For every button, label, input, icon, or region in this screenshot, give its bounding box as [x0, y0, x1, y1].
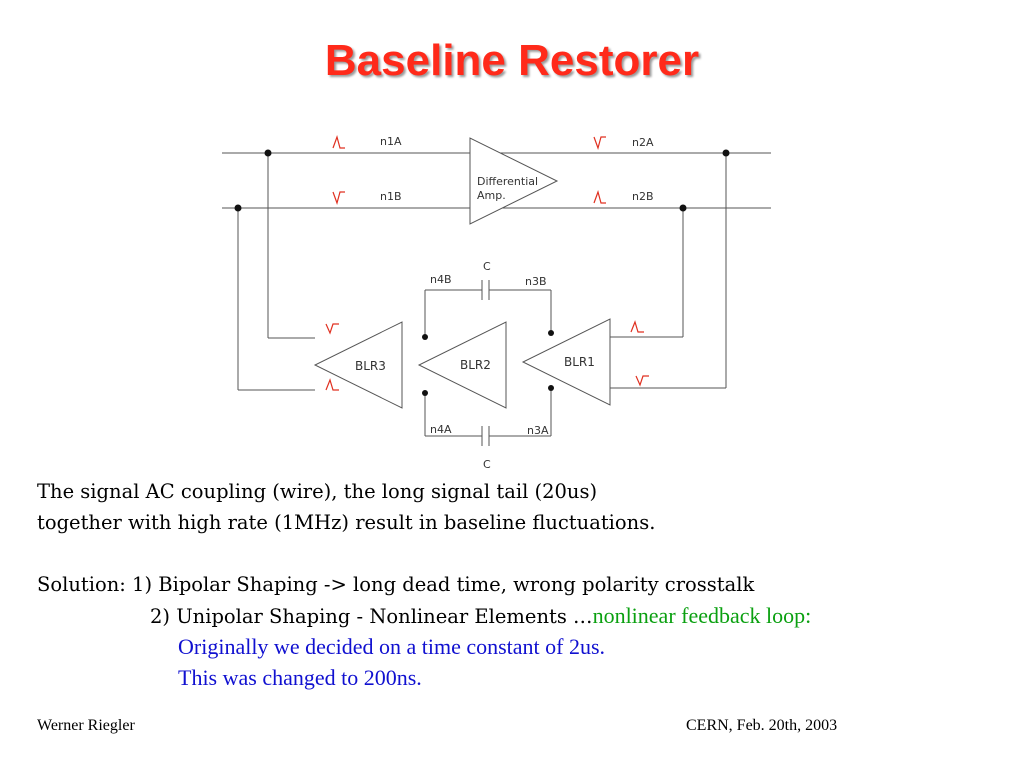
blr2-triangle — [417, 321, 507, 409]
node-label-n1A: n1A — [380, 135, 402, 148]
negative-pulse-icon — [593, 136, 606, 150]
footer-author: Werner Riegler — [37, 717, 135, 734]
node-label-n4B: n4B — [430, 273, 452, 286]
blr2-label: BLR2 — [460, 358, 491, 372]
junction-dot — [548, 330, 554, 336]
differential-amp-triangle — [469, 137, 559, 225]
solution-2-text: 2) Unipolar Shaping - Nonlinear Elements… — [150, 605, 593, 628]
junction-dot — [548, 385, 554, 391]
note-changed: This was changed to 200ns. — [178, 665, 422, 690]
junction-dot — [422, 390, 428, 396]
blr3-label: BLR3 — [355, 359, 386, 373]
negative-pulse-icon — [635, 375, 649, 387]
differential-amp-label-line1: Differential — [477, 175, 538, 188]
capacitor-label-top: C — [483, 260, 491, 273]
blr3-triangle — [313, 321, 403, 409]
junction-dot — [234, 204, 242, 212]
footer-venue-date: CERN, Feb. 20th, 2003 — [686, 717, 838, 734]
solution-line-1: Solution: 1) Bipolar Shaping -> long dea… — [37, 573, 755, 596]
positive-pulse-icon — [593, 190, 606, 204]
capacitor-label-bottom: C — [483, 458, 491, 471]
blank-line — [37, 538, 811, 569]
positive-pulse-icon — [325, 378, 339, 391]
slide-body: The signal AC coupling (wire), the long … — [37, 476, 811, 693]
differential-amp-label-line2: Amp. — [477, 189, 506, 202]
node-label-n2A: n2A — [632, 136, 654, 149]
node-label-n3A: n3A — [527, 424, 549, 437]
negative-pulse-icon — [325, 323, 339, 335]
feedback-loop-highlight: nonlinear feedback loop: — [592, 603, 812, 628]
body-line-2: together with high rate (1MHz) result in… — [37, 511, 656, 534]
node-label-n4A: n4A — [430, 423, 452, 436]
positive-pulse-icon — [332, 135, 345, 149]
negative-pulse-icon — [332, 191, 345, 205]
positive-pulse-icon — [630, 320, 644, 333]
node-label-n1B: n1B — [380, 190, 402, 203]
junction-dot — [422, 334, 428, 340]
junction-dot — [264, 149, 272, 157]
slide-title: Baseline Restorer — [324, 36, 700, 85]
blr1-label: BLR1 — [564, 355, 595, 369]
solution-line-2: 2) Unipolar Shaping - Nonlinear Elements… — [37, 600, 811, 631]
node-label-n3B: n3B — [525, 275, 547, 288]
junction-dot — [722, 149, 730, 157]
junction-dot — [679, 204, 687, 212]
blr1-triangle — [521, 318, 611, 406]
body-line-1: The signal AC coupling (wire), the long … — [37, 480, 598, 503]
node-label-n2B: n2B — [632, 190, 654, 203]
note-time-constant: Originally we decided on a time constant… — [178, 634, 606, 659]
